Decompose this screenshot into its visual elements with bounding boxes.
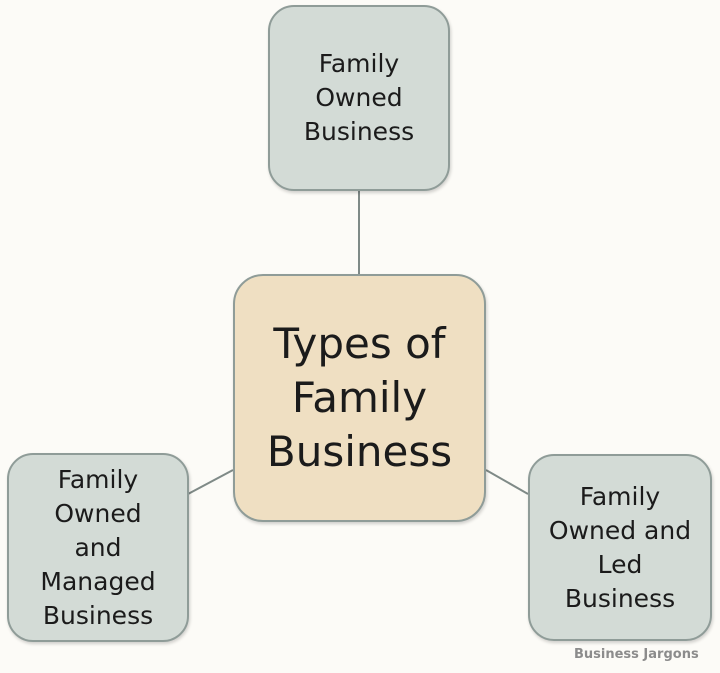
node-line: Business	[42, 600, 154, 630]
center-line: Types of	[273, 319, 446, 368]
node-line: Business	[564, 583, 676, 613]
node-line: Managed	[40, 566, 156, 596]
node-line: Owned	[54, 498, 142, 528]
node-line: Led	[597, 549, 643, 579]
node-line: Family	[57, 464, 139, 494]
node-line: Owned and	[548, 515, 692, 545]
center-line: Family	[291, 373, 428, 422]
node-family-owned-and-led-business: Family Owned and Led Business	[528, 454, 712, 641]
node-family-owned-business: Family Owned Business	[268, 5, 450, 191]
watermark: Business Jargons	[574, 647, 699, 662]
node-line: Owned	[315, 83, 403, 112]
connector-left	[187, 469, 234, 495]
connector-right	[485, 469, 529, 495]
node-line: Family	[579, 481, 661, 511]
center-line: Business	[266, 427, 453, 476]
node-line: Family	[318, 49, 400, 78]
node-line: Business	[303, 117, 415, 146]
node-types-of-family-business: Types of Family Business	[233, 274, 486, 522]
node-line: and	[74, 532, 122, 562]
node-family-owned-and-managed-business: Family Owned and Managed Business	[7, 453, 189, 642]
